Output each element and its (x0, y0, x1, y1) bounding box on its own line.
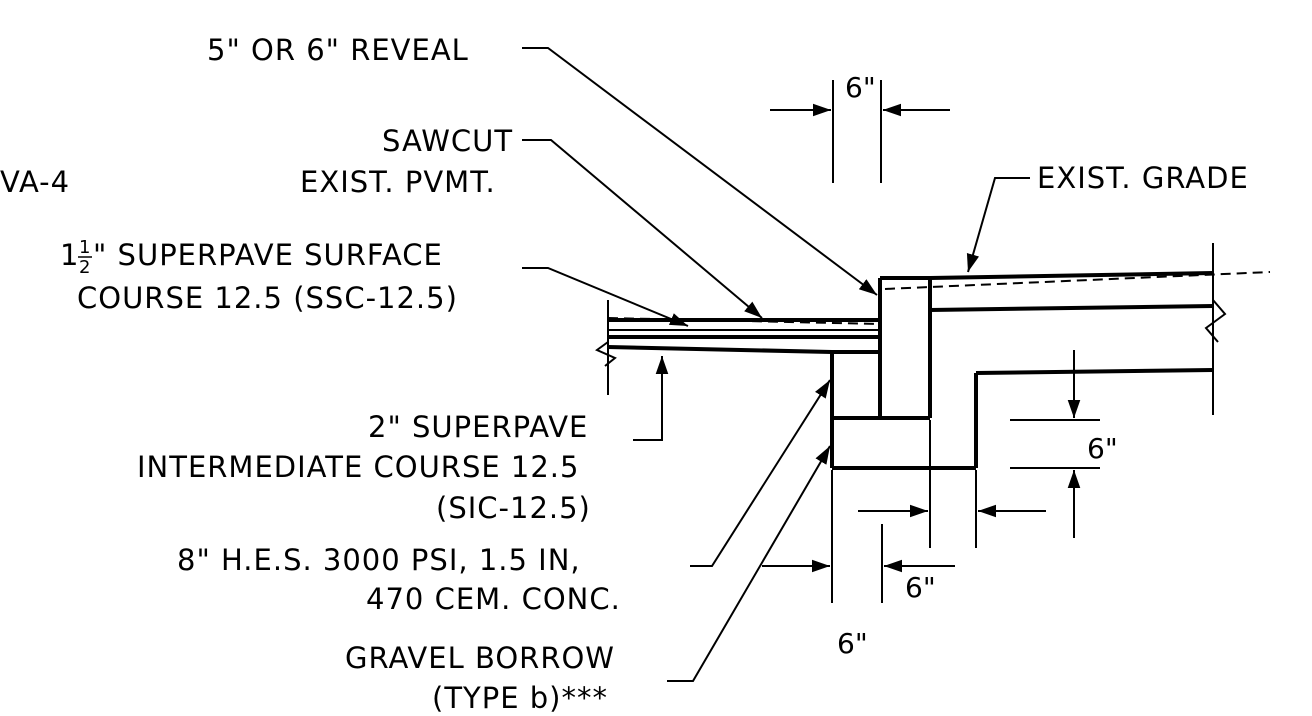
concrete-label-line2: 470 CEM. CONC. (366, 582, 621, 616)
gravel-label-line2: (TYPE b)*** (432, 681, 608, 715)
intermediate-course-bottom (607, 345, 833, 354)
gravel-label-line1: GRAVEL BORROW (345, 641, 615, 675)
surface-course-fraction-numerator: 1 (79, 237, 90, 258)
concrete-leader (690, 379, 831, 567)
reveal-label: 5" OR 6" REVEAL (207, 33, 469, 67)
reveal-leader (522, 47, 878, 296)
intermediate-label-line3: (SIC-12.5) (436, 491, 591, 525)
right-dim-text: 6" (1087, 432, 1118, 465)
concrete-label-line1: 8" H.E.S. 3000 PSI, 1.5 IN, (177, 543, 581, 577)
surface-course-whole-number: 1 (60, 238, 79, 272)
exist-grade-leader (966, 177, 1030, 273)
va4-label: VA-4 (0, 165, 70, 199)
surface-course-leader (522, 267, 689, 327)
sawcut-leader (522, 139, 763, 319)
low-dim-text-right: 6" (905, 571, 936, 604)
gravel-top-line (975, 368, 1214, 375)
gravel-leader (667, 445, 831, 682)
exist-pvmt-label: EXIST. PVMT. (300, 165, 496, 199)
intermediate-label-line2: INTERMEDIATE COURSE 12.5 (137, 450, 579, 484)
existing-grade-dashed-line (884, 271, 1271, 290)
surface-course-line1: " SUPERPAVE SURFACE (93, 238, 443, 272)
intermediate-label-line1: 2" SUPERPAVE (368, 410, 588, 444)
existing-pavement-dashed-line (607, 317, 881, 325)
right-break-symbol (1204, 299, 1227, 343)
surface-course-line2: COURSE 12.5 (SSC-12.5) (77, 281, 458, 315)
topsoil-bottom-line (929, 304, 1214, 312)
pavement-break-symbol (595, 341, 617, 367)
surface-course-label: 1 1 2 " SUPERPAVE SURFACE COURSE 12.5 (S… (60, 237, 458, 315)
surface-course-fraction-denominator: 2 (79, 257, 90, 278)
intermediate-course-leader (633, 356, 669, 441)
top-dim-text: 6" (845, 71, 876, 104)
existing-grade-line (929, 271, 1214, 280)
sawcut-label: SAWCUT (382, 124, 513, 158)
low-dim-text-bottom: 6" (837, 627, 868, 660)
exist-grade-label: EXIST. GRADE (1037, 161, 1249, 195)
